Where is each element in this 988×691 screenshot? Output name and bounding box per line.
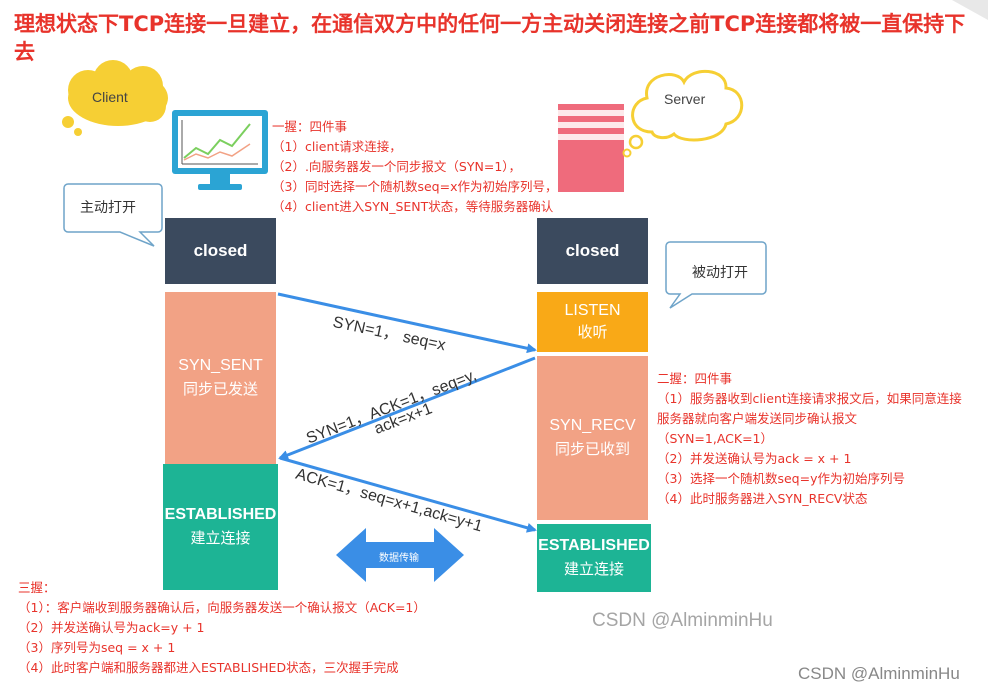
handshake2-line: （1）服务器收到client连接请求报文后，如果同意连接 <box>657 389 962 409</box>
watermark-inner: CSDN @AlminminHu <box>592 610 773 632</box>
handshake1-line: （2）.向服务器发一个同步报文（SYN=1）， <box>272 157 557 177</box>
data-transfer-label: 数据传输 <box>379 549 419 564</box>
handshake3-notes: 三握： （1）：客户端收到服务器确认后，向服务器发送一个确认报文（ACK=1） … <box>18 578 426 678</box>
handshake3-line: （2）并发送确认号为ack=y + 1 <box>18 618 426 638</box>
handshake1-line: （4）client进入SYN_SENT状态，等待服务器确认 <box>272 197 557 217</box>
handshake3-line: 三握： <box>18 578 426 598</box>
handshake1-line: 一握：四件事 <box>272 117 557 137</box>
handshake2-line: （2）并发送确认号为ack = x + 1 <box>657 449 962 469</box>
handshake2-line: 二握：四件事 <box>657 369 962 389</box>
handshake3-line: （4）此时客户端和服务器都进入ESTABLISHED状态，三次握手完成 <box>18 658 426 678</box>
handshake2-line: 服务器就向客户端发送同步确认报文 <box>657 409 962 429</box>
handshake1-notes: 一握：四件事 （1）client请求连接， （2）.向服务器发一个同步报文（SY… <box>272 117 557 217</box>
handshake1-line: （3）同时选择一个随机数seq=x作为初始序列号， <box>272 177 557 197</box>
handshake1-line: （1）client请求连接， <box>272 137 557 157</box>
handshake2-line: （4）此时服务器进入SYN_RECV状态 <box>657 489 962 509</box>
watermark-corner: CSDN @AlminminHu <box>798 664 960 684</box>
handshake2-line: （SYN=1,ACK=1） <box>657 429 962 449</box>
handshake2-notes: 二握：四件事 （1）服务器收到client连接请求报文后，如果同意连接 服务器就… <box>657 369 962 509</box>
corner-fold <box>952 0 988 20</box>
handshake3-line: （3）序列号为seq = x + 1 <box>18 638 426 658</box>
handshake2-line: （3）选择一个随机数seq=y作为初始序列号 <box>657 469 962 489</box>
handshake3-line: （1）：客户端收到服务器确认后，向服务器发送一个确认报文（ACK=1） <box>18 598 426 618</box>
